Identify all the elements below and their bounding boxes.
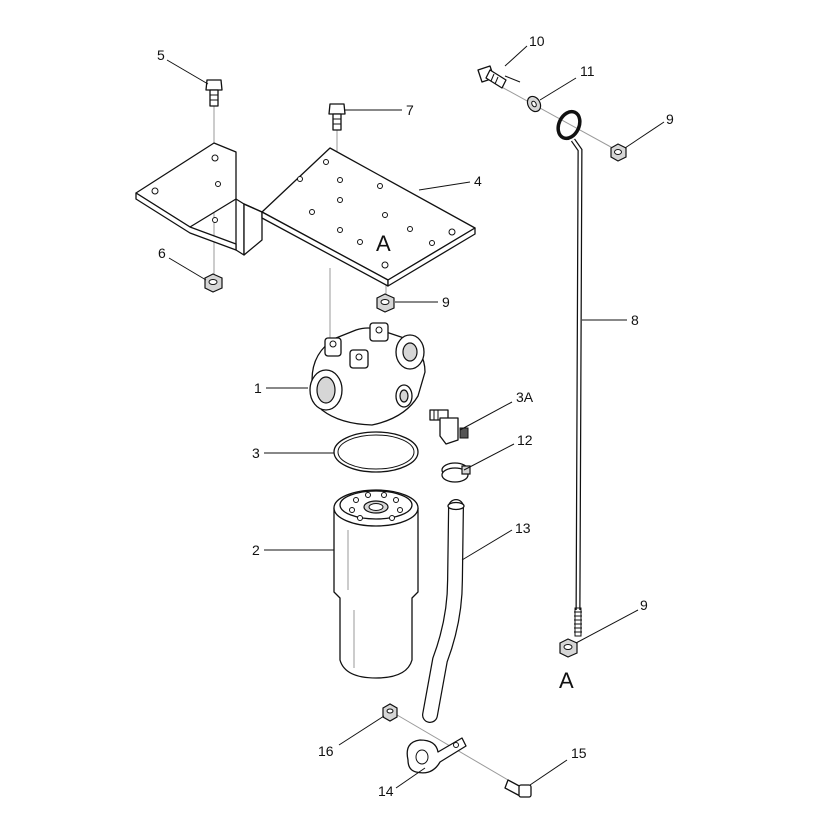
nut-9-top <box>610 143 627 162</box>
leader-9-rod <box>575 609 639 644</box>
bracket-left-edge <box>135 192 237 251</box>
bolt-10 <box>477 65 507 89</box>
callout-11: 11 <box>580 63 595 79</box>
callout-9-bracket: 9 <box>442 294 450 310</box>
filter-top-holes <box>349 492 403 521</box>
leader-13 <box>461 529 513 561</box>
seal-ring-3 <box>333 431 419 473</box>
callout-5: 5 <box>157 47 165 63</box>
leader-16 <box>338 715 385 746</box>
leader-12 <box>463 443 515 471</box>
nut-6 <box>204 273 223 293</box>
bolt-7 <box>328 103 346 131</box>
leader-lines <box>166 45 665 789</box>
leader-4 <box>418 181 471 191</box>
callout-3: 3 <box>252 445 260 461</box>
dipstick-rod-8 <box>556 109 583 637</box>
callout-2: 2 <box>252 542 260 558</box>
mounting-bracket <box>135 142 476 287</box>
leader-3a <box>459 401 513 431</box>
callout-15: 15 <box>571 745 587 761</box>
bracket-holes <box>151 154 456 269</box>
leader-10a <box>504 75 521 83</box>
elbow-fitting-3a <box>429 409 469 445</box>
callout-12: 12 <box>517 432 533 448</box>
callout-7: 7 <box>406 102 414 118</box>
bolt-15 <box>504 779 532 798</box>
callout-1: 1 <box>254 380 262 396</box>
hose-13 <box>422 499 465 723</box>
callout-10: 10 <box>529 33 545 49</box>
callout-6: 6 <box>158 245 166 261</box>
callout-14: 14 <box>378 783 394 799</box>
callout-8: 8 <box>631 312 639 328</box>
leader-14 <box>395 767 426 789</box>
filter-cartridge <box>333 489 419 679</box>
callout-3a: 3A <box>516 389 534 405</box>
p-clip-14 <box>406 737 467 774</box>
leader-10 <box>504 45 528 67</box>
leader-6 <box>168 257 207 281</box>
axis-bolt-10 <box>497 84 621 153</box>
nut-16 <box>382 703 398 722</box>
reference-mark-bracket: A <box>376 231 391 256</box>
nut-9-rod <box>559 638 578 658</box>
rod-eye <box>556 109 582 141</box>
leader-11 <box>539 77 577 101</box>
callout-9-rod: 9 <box>640 597 648 613</box>
filter-head <box>309 322 426 426</box>
washer-11 <box>526 95 542 113</box>
bracket-web-front <box>243 203 263 256</box>
bracket-right-edge-front <box>387 227 476 287</box>
rod-thread <box>574 607 582 637</box>
callout-4: 4 <box>474 173 482 189</box>
nut-9-bracket <box>376 293 395 313</box>
leader-9-top <box>624 121 665 149</box>
callout-13: 13 <box>515 520 531 536</box>
leader-15 <box>529 759 568 786</box>
reference-mark-dipstick: A <box>559 668 574 693</box>
hose-clamp-12 <box>441 462 471 483</box>
bracket-left-plate <box>135 142 237 228</box>
bracket-web-left <box>235 198 245 256</box>
leader-5 <box>166 59 209 85</box>
callout-16: 16 <box>318 743 334 759</box>
callout-9-top: 9 <box>666 111 674 127</box>
callout-labels: 5 7 4 6 9 1 3A 3 12 2 13 10 11 9 8 9 16 … <box>157 33 674 799</box>
bracket-right-plate <box>243 147 476 281</box>
bolt-5 <box>205 79 223 107</box>
